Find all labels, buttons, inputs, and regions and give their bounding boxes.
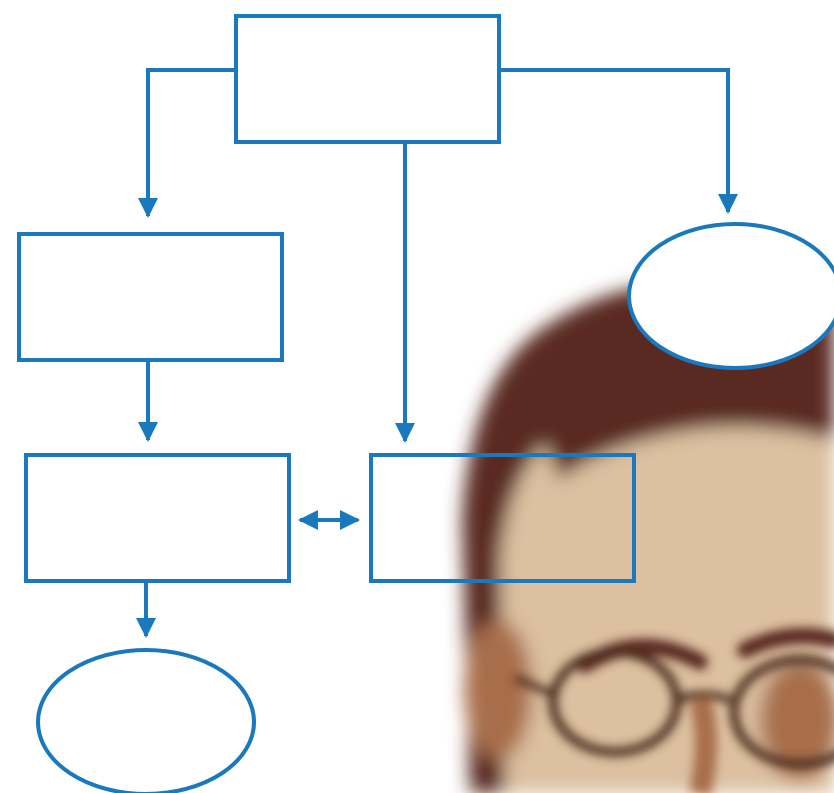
diagram-connectors: [136, 68, 738, 638]
edge-top-to-left: [138, 68, 234, 218]
edge-top-to-right-ellipse: [500, 68, 738, 214]
man-with-glasses-photo: [462, 281, 834, 793]
middle-box: [369, 453, 636, 583]
right-ellipse: [627, 222, 834, 370]
top-box: [234, 14, 501, 144]
diagram-nodes: [17, 14, 834, 793]
bottom-ellipse: [36, 648, 256, 793]
left-lower-box: [24, 453, 291, 583]
left-box: [17, 232, 284, 362]
